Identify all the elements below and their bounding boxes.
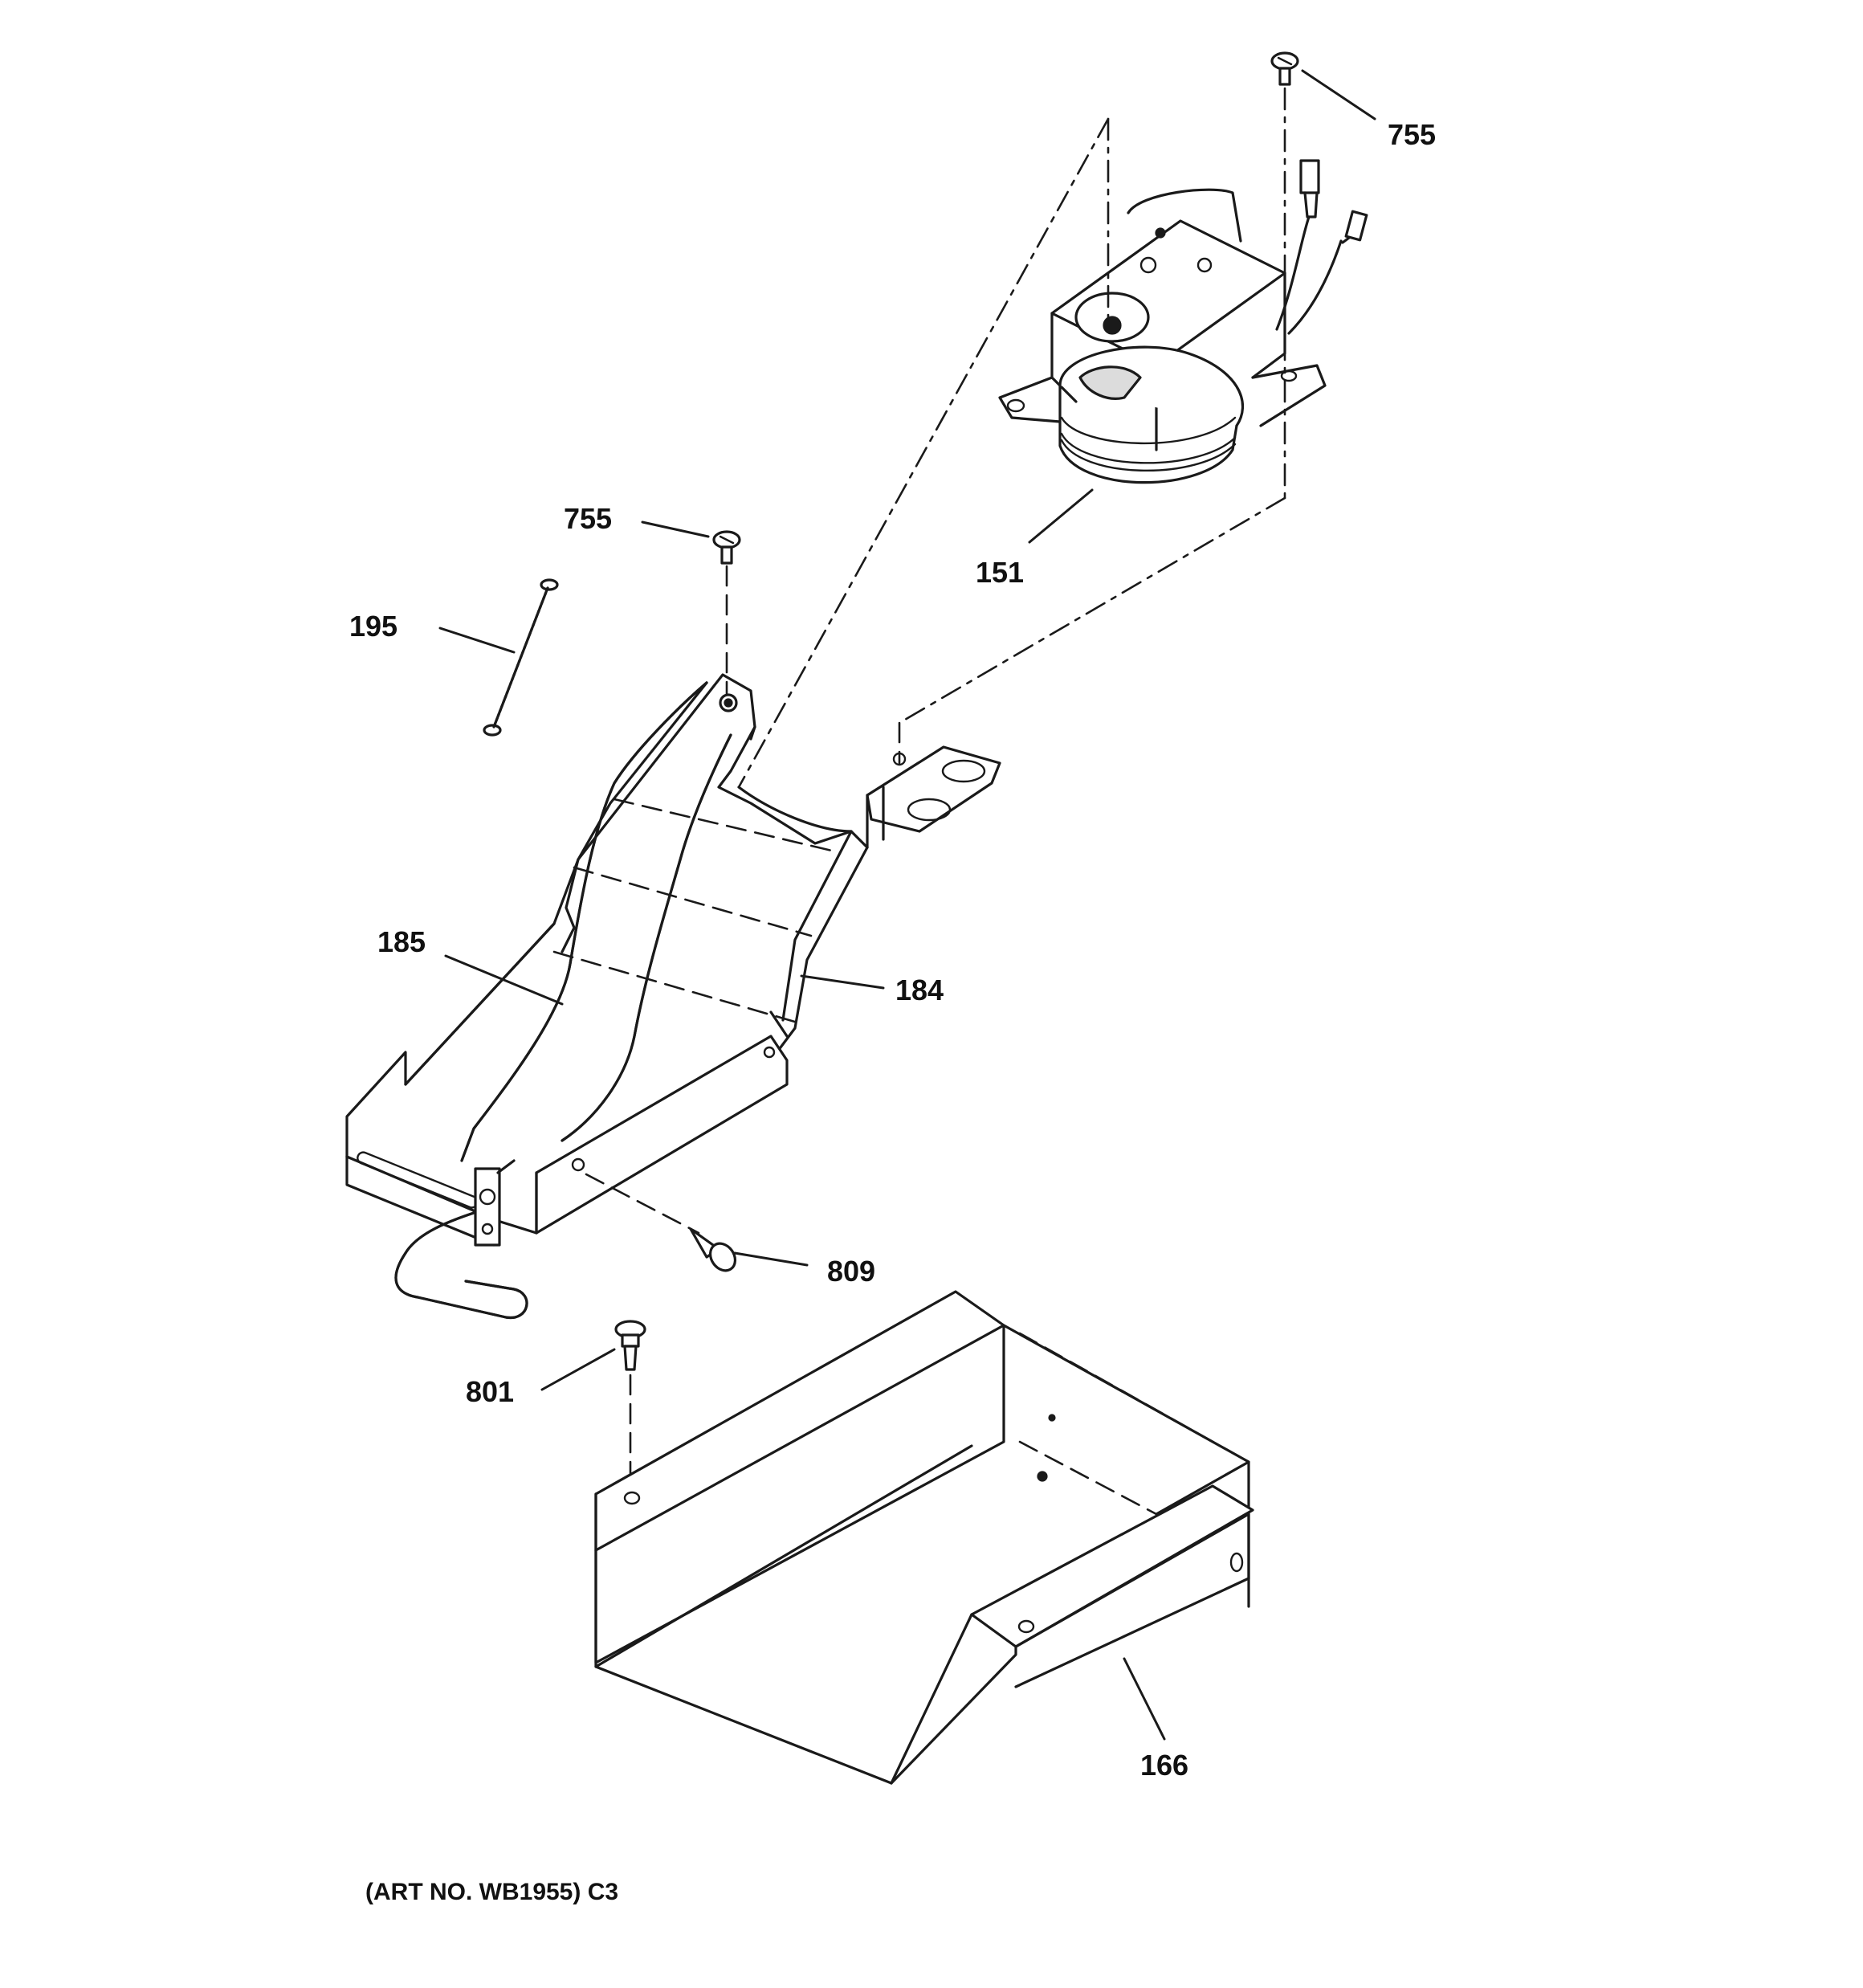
leader-line: [444, 954, 564, 1006]
art-number: (ART NO. WB1955) C3: [365, 1879, 618, 1905]
callout-195: 195: [349, 610, 397, 643]
callout-801: 801: [466, 1375, 514, 1408]
screw-801: [614, 1320, 646, 1371]
leader-line: [1028, 488, 1094, 544]
spring-195: [483, 578, 559, 737]
leader-line: [800, 974, 885, 990]
callout-166: 166: [1140, 1749, 1188, 1782]
alignment-line: [585, 1173, 700, 1235]
callout-755-top: 755: [1388, 118, 1436, 151]
motor-assembly-151: [998, 159, 1368, 484]
callout-809: 809: [827, 1255, 875, 1288]
bracket-chute-184: [345, 673, 1001, 1319]
leader-line: [1123, 1657, 1166, 1741]
bin-166: [594, 1290, 1254, 1785]
screw-809: [689, 1227, 737, 1272]
leader-line: [641, 520, 710, 538]
leader-line: [438, 627, 516, 654]
callout-185: 185: [377, 925, 426, 958]
screw-755-mid: [712, 530, 741, 565]
alignment-line: [898, 496, 1286, 725]
callout-151: 151: [976, 556, 1024, 589]
leader-line: [1301, 69, 1376, 120]
screw-755-top: [1270, 51, 1299, 86]
rod-185: [460, 681, 738, 1162]
alignment-line: [737, 117, 1110, 789]
callout-755-mid: 755: [564, 502, 612, 535]
leader-line: [733, 1251, 809, 1267]
callout-184: 184: [895, 974, 944, 1006]
leader-line: [540, 1348, 616, 1391]
